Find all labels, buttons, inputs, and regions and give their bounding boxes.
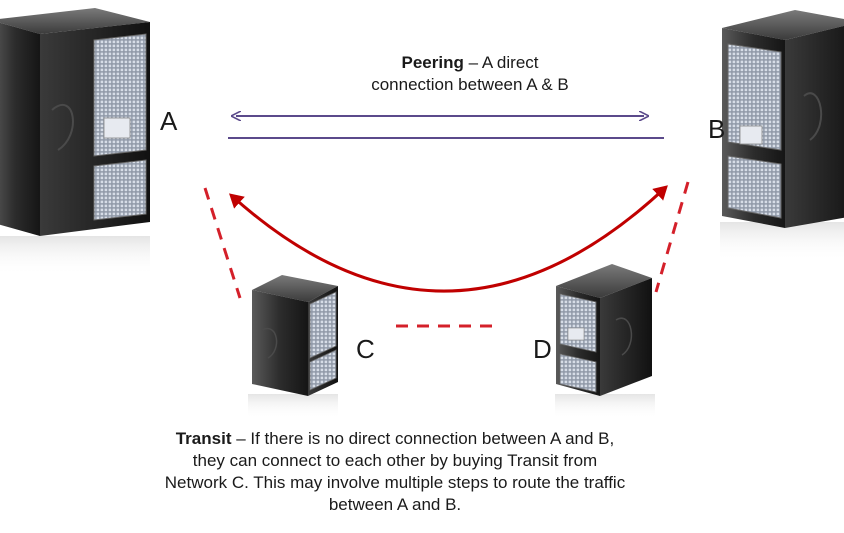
transit-line3: Network C. This may involve multiple ste… [164,473,626,492]
transit-line2: they can connect to each other by buying… [192,451,598,470]
transit-arrow [229,185,668,293]
transit-separator: – [231,429,251,448]
server-b-icon [720,10,844,262]
peering-description-line1: A direct [481,53,539,72]
node-label-b: B [708,114,726,144]
node-label-c: C [356,334,375,364]
peering-description-line2: connection between A & B [371,75,569,94]
dashed-link-d-b [654,181,690,293]
node-label-d: D [533,334,552,364]
transit-line4: between A and B. [328,495,462,514]
server-c-icon [248,275,338,419]
transit-title: Transit [175,429,232,448]
peering-separator: – [463,53,482,72]
server-d-icon [555,264,655,419]
node-label-a: A [160,106,178,136]
peering-caption: Peering – A direct connection between A … [270,52,670,96]
server-a-icon [0,8,150,276]
transit-caption: Transit – If there is no direct connecti… [95,428,695,516]
dashed-link-a-c [203,187,242,299]
transit-line1: If there is no direct connection between… [250,429,615,448]
peering-title: Peering [401,53,464,72]
